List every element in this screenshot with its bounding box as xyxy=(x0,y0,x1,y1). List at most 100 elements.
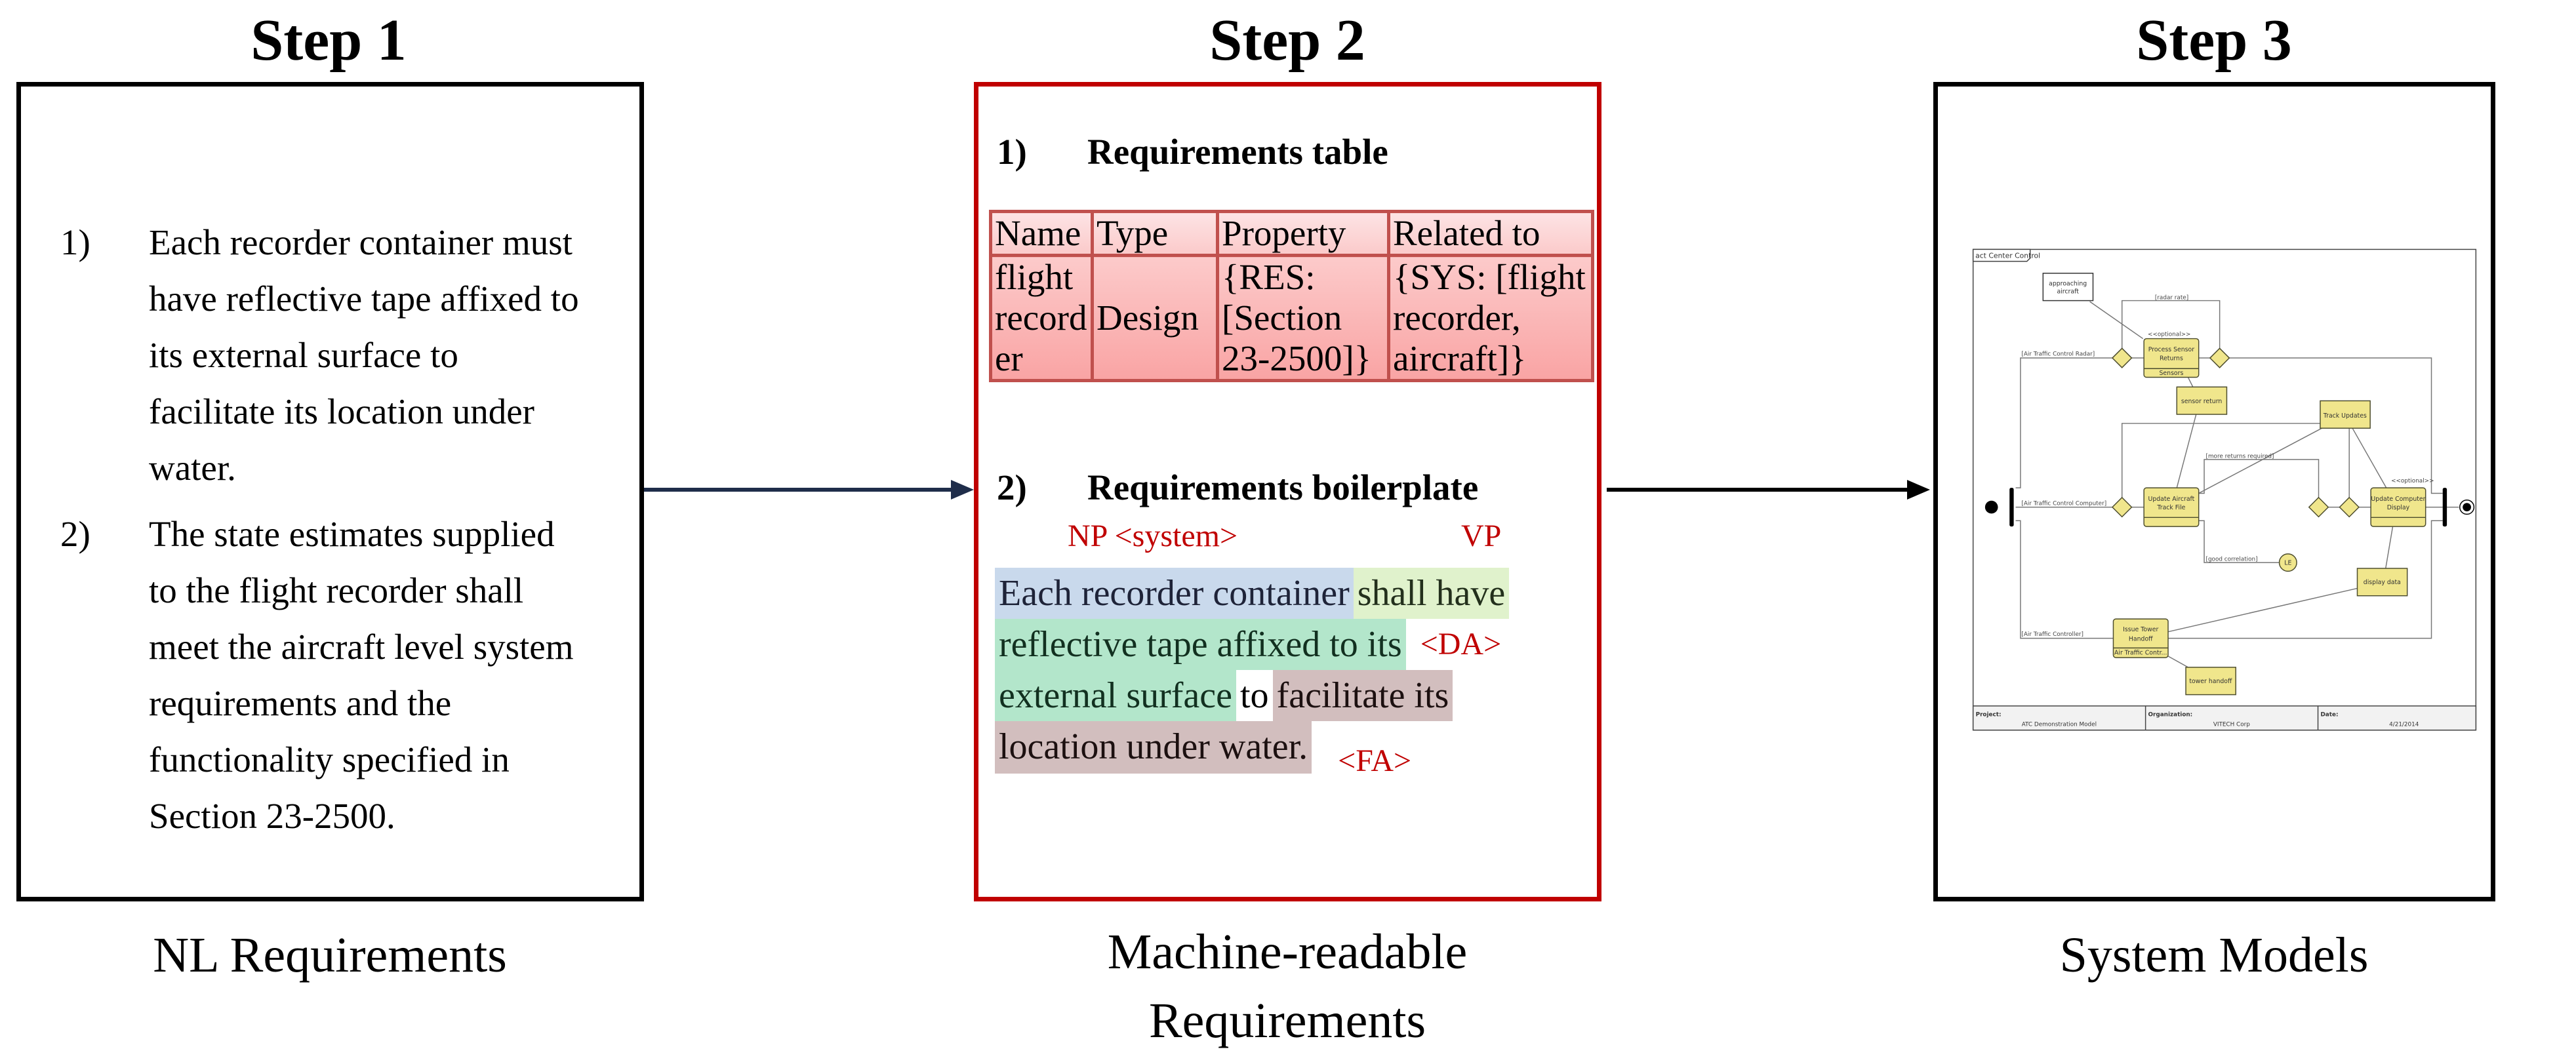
da-segment-1: reflective tape affixed to its xyxy=(995,619,1406,670)
flow-line xyxy=(2015,520,2114,639)
initial-node-icon xyxy=(1984,500,1998,514)
action-update-computer-display xyxy=(2370,487,2426,527)
guard-label: [radar rate] xyxy=(2155,295,2188,302)
object-sensor-return xyxy=(2176,386,2228,415)
frame-title: act Center Control xyxy=(1975,252,2040,260)
header-property: Property xyxy=(1216,210,1390,257)
node-label: Issue Tower xyxy=(2123,626,2158,633)
text-line: requirements and the xyxy=(149,683,452,723)
guard-label: [Air Traffic Control Radar] xyxy=(2021,351,2095,358)
fa-segment-2: location under water. xyxy=(995,721,1312,774)
text-line: water. xyxy=(149,448,236,488)
nl-requirements-panel: 1) Each recorder container must have ref… xyxy=(16,82,644,901)
table-section-title: Requirements table xyxy=(1087,132,1388,172)
guard-labels: [radar rate] <<optional>> <<optional>> [… xyxy=(2021,295,2434,639)
step-2-caption: Machine-readable Requirements xyxy=(992,918,1582,1055)
flow-line xyxy=(2176,377,2197,488)
footer-value: ATC Demonstration Model xyxy=(2022,721,2097,728)
flow-line xyxy=(2131,427,2322,508)
node-label: approaching xyxy=(2049,280,2087,287)
vp-segment: shall have xyxy=(1353,568,1510,619)
decision-node xyxy=(2209,347,2230,368)
flow-line xyxy=(2167,526,2394,668)
fa-segment-1: facilitate its xyxy=(1272,670,1453,721)
requirement-number: 1) xyxy=(60,222,91,262)
header-name: Name xyxy=(989,210,1094,257)
flow-line xyxy=(2121,423,2320,498)
object-display-data xyxy=(2356,568,2408,597)
flow-arrows xyxy=(644,480,1930,500)
action-nodes xyxy=(2042,273,2426,696)
da-segment-2: external surface xyxy=(995,670,1236,721)
connector-le xyxy=(2278,553,2297,572)
action-process-sensor-returns xyxy=(2143,338,2200,378)
object-tower-handoff xyxy=(2185,667,2236,696)
guard-label: [Air Traffic Controller] xyxy=(2021,631,2083,638)
flow-line xyxy=(2121,300,2221,350)
fa-tag: <FA> xyxy=(1338,743,1412,778)
node-label: Air Traffic Contr... xyxy=(2114,650,2167,657)
node-labels: approaching aircraft Process Sensor Retu… xyxy=(2049,280,2426,684)
text-line: to the flight recorder shall xyxy=(149,570,524,610)
footer-value: VITECH Corp xyxy=(2213,721,2250,728)
node-label: display data xyxy=(2364,579,2401,586)
node-label: LE xyxy=(2284,560,2291,567)
system-models-panel xyxy=(1933,82,2495,901)
text-line: facilitate its location under xyxy=(149,391,534,431)
text-line: functionality specified in xyxy=(149,739,510,779)
text-line: meet the aircraft level system xyxy=(149,627,574,667)
frame-title-tab xyxy=(1972,248,2031,262)
text-line: The state estimates supplied xyxy=(149,514,555,554)
node-label: Track Updates xyxy=(2323,412,2367,420)
table-header-row: Name Type Property Related to xyxy=(989,210,1594,257)
boilerplate-line-2: reflective tape affixed to its <DA> xyxy=(995,619,1501,670)
guard-label: [good correlation] xyxy=(2206,557,2258,563)
join-bar xyxy=(2442,488,2447,527)
node-label: Sensors xyxy=(2160,370,2184,377)
text-line: its external surface to xyxy=(149,335,458,375)
decision-node xyxy=(2339,496,2360,518)
footer-label: Project: xyxy=(1976,712,2002,719)
footer-label: Date: xyxy=(2320,712,2338,719)
np-segment: Each recorder container xyxy=(995,568,1354,619)
cell-name: flight recorder xyxy=(989,254,1094,382)
node-label: Update Computer xyxy=(2371,496,2425,503)
flow-line xyxy=(2015,357,2112,488)
footer-value: 4/21/2014 xyxy=(2389,721,2419,728)
guard-label: <<optional>> xyxy=(2391,478,2434,484)
step-3-title: Step 3 xyxy=(2136,8,2292,73)
header-type: Type xyxy=(1091,210,1219,257)
boilerplate-line-3: external surface to facilitate its xyxy=(995,670,1453,721)
node-label: Track File xyxy=(2156,504,2185,511)
cell-related-to: {SYS: [flight recorder, aircraft]} xyxy=(1387,254,1594,382)
header-related-to: Related to xyxy=(1387,210,1594,257)
decision-node xyxy=(2111,496,2133,518)
node-label: aircraft xyxy=(2057,288,2079,296)
node-label: Process Sensor xyxy=(2148,346,2194,353)
guard-label: [Air Traffic Control Computer] xyxy=(2021,501,2106,507)
caption-line: Requirements xyxy=(1148,993,1426,1048)
step-1-title: Step 1 xyxy=(251,8,407,73)
object-track-updates xyxy=(2320,400,2371,429)
node-label: Display xyxy=(2387,504,2410,511)
node-label: Handoff xyxy=(2129,636,2153,643)
text-line: Each recorder container must xyxy=(149,222,573,262)
boilerplate-line-4: location under water. <FA> xyxy=(995,721,1411,787)
step-2-title: Step 2 xyxy=(1209,8,1365,73)
decision-node xyxy=(2308,496,2329,518)
boilerplate-section-title: Requirements boilerplate xyxy=(1087,467,1479,507)
flow-line xyxy=(2328,427,2387,508)
caption-line: Machine-readable xyxy=(1107,924,1468,979)
flow-line xyxy=(2089,301,2144,340)
requirement-number: 2) xyxy=(60,514,91,554)
final-node-center xyxy=(2463,503,2471,511)
node-label: Update Aircraft xyxy=(2148,496,2195,503)
flow-line xyxy=(2167,520,2443,639)
decision-node xyxy=(2111,347,2133,368)
fork-bar xyxy=(2009,488,2014,527)
cell-property: {RES: [Section 23-2500]} xyxy=(1216,254,1390,382)
requirements-table: Name Type Property Related to flight rec… xyxy=(989,210,1594,382)
np-tag: NP <system> xyxy=(1068,519,1238,553)
da-tag: <DA> xyxy=(1420,627,1502,661)
node-label: tower handoff xyxy=(2189,678,2232,685)
